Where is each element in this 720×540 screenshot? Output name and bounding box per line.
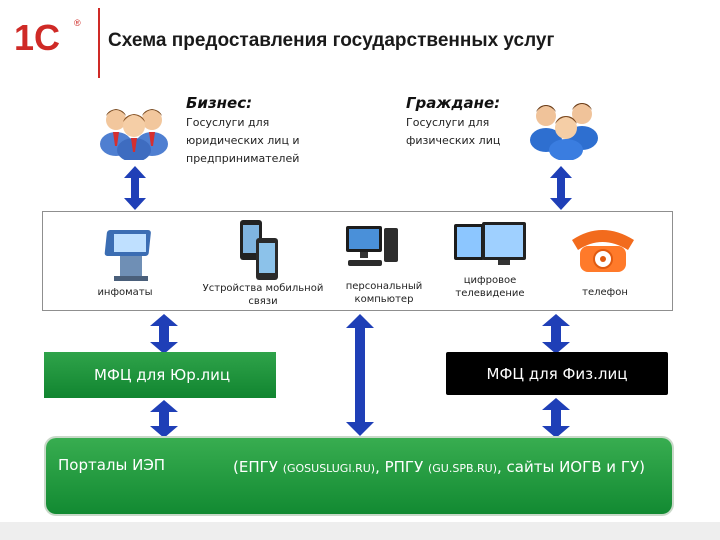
device-label-line: связи [248,296,278,307]
telephone-icon [566,220,640,281]
mobile-phones-icon [238,218,282,289]
business-heading: Бизнес: [186,94,253,112]
business-line: Госуслуги для [186,116,270,129]
arrow-mfc-legal-portals [150,400,178,438]
arrow-business-devices [124,166,146,210]
desktop-computer-icon [342,222,402,277]
portals-sites-text: , сайты ИОГВ и ГУ) [497,458,645,476]
portals-name: Порталы ИЭП [58,456,166,474]
arrow-devices-mfc-legal [150,314,178,354]
business-line: юридических лиц и [186,134,300,147]
header-divider [98,8,100,78]
device-label-kiosk: инфоматы [80,286,170,299]
arrow-devices-mfc-individuals [542,314,570,354]
device-label-line: компьютер [354,294,414,305]
citizens-line: физических лиц [406,134,501,147]
business-description: Госуслуги для юридических лиц и предприн… [186,114,300,168]
svg-text:®: ® [74,18,81,28]
portals-sites-domain: (GOSUSLUGI.RU) [282,462,376,475]
device-label-line: цифровое [463,275,517,286]
page-title: Схема предоставления государственных усл… [108,30,555,51]
arrow-devices-portals [346,314,374,436]
citizens-description: Госуслуги для физических лиц [406,114,500,150]
mfc-individuals-box: МФЦ для Физ.лиц [446,352,668,395]
device-label-line: Устройства мобильной [202,283,324,294]
business-line: предпринимателей [186,152,300,165]
device-label-line: телевидение [455,288,525,299]
device-label-pc: персональный компьютер [334,280,434,306]
mfc-legal-box: МФЦ для Юр.лиц [44,352,276,398]
portals-sites-text: , РПГУ [375,458,428,476]
arrow-mfc-individuals-portals [542,398,570,438]
device-label-line: персональный [345,281,423,292]
portals-sites: (ЕПГУ (GOSUSLUGI.RU), РПГУ (GU.SPB.RU), … [214,456,664,480]
arrow-citizens-devices [550,166,572,210]
kiosk-icon [100,222,160,287]
device-label-phone: телефон [565,286,645,299]
citizens-group-icon [522,88,606,165]
device-label-tv: цифровое телевидение [440,274,540,300]
logo-1c: 1С ® [12,14,92,58]
citizens-line: Госуслуги для [406,116,490,129]
footer-band [0,522,720,540]
portals-sites-text: (ЕПГУ [233,458,283,476]
device-label-line: инфоматы [97,287,153,298]
portals-sites-domain: (GU.SPB.RU) [427,462,497,475]
logo-text: 1С [14,17,60,58]
tv-icon [452,220,528,275]
business-people-icon [94,90,174,165]
portals-box: Порталы ИЭП (ЕПГУ (GOSUSLUGI.RU), РПГУ (… [46,438,672,514]
device-label-line: телефон [582,287,628,298]
device-label-mobile: Устройства мобильной связи [198,282,328,308]
citizens-heading: Граждане: [406,94,501,112]
